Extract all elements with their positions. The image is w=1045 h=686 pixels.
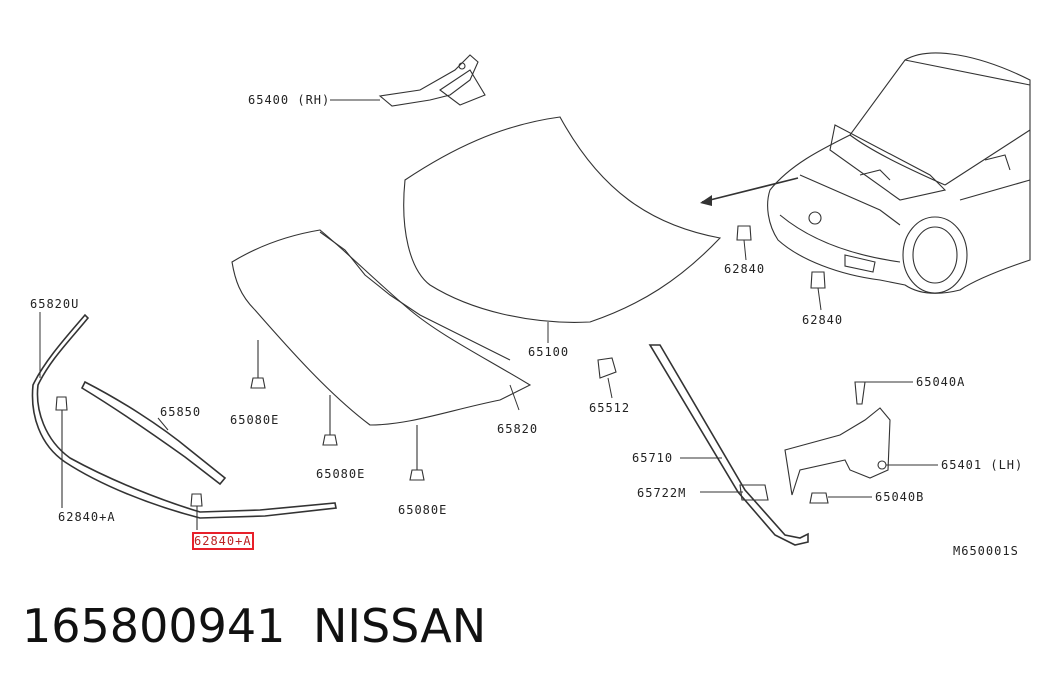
label-bumper-1: 62840	[724, 262, 766, 276]
bumper-parts	[55, 225, 826, 530]
label-hinge-lh: 65401 (LH)	[941, 458, 1024, 472]
label-clip-a: 65080E	[230, 413, 280, 427]
label-bumper-2: 62840	[802, 313, 844, 327]
clip-parts	[250, 340, 425, 481]
hinge-lh	[784, 381, 891, 504]
label-insulator: 65820	[497, 422, 539, 436]
grommet-part	[597, 357, 617, 379]
insulator-edge	[319, 231, 511, 361]
label-hinge-rh: 65400 (RH)	[248, 93, 331, 107]
label-seal: 65850	[160, 405, 202, 419]
label-bolt-a: 65040A	[916, 375, 966, 389]
label-bumper-a2-highlighted[interactable]: 62840+A	[192, 532, 254, 550]
label-seal-upper: 65820U	[30, 297, 80, 311]
label-stay-clip: 65722M	[637, 486, 687, 500]
diagram-code: M650001S	[953, 544, 1019, 558]
hood-insulator	[231, 229, 532, 426]
leader-lines	[39, 99, 938, 498]
brand-name: NISSAN	[313, 599, 487, 653]
label-bolt-b: 65040B	[875, 490, 925, 504]
car-illustration	[767, 52, 1031, 294]
label-clip-c: 65080E	[398, 503, 448, 517]
direction-arrow	[700, 177, 799, 206]
label-hood: 65100	[528, 345, 570, 359]
seal-strip	[80, 380, 227, 486]
label-clip-b: 65080E	[316, 467, 366, 481]
label-bumper-a1: 62840+A	[58, 510, 116, 524]
label-stay-rod: 65710	[632, 451, 674, 465]
hood-panel	[403, 116, 722, 323]
seal-upper	[31, 313, 337, 519]
hinge-rh	[378, 54, 486, 107]
part-number: 165800941	[22, 599, 286, 653]
label-grommet: 65512	[589, 401, 631, 415]
stay-rod	[648, 344, 809, 546]
